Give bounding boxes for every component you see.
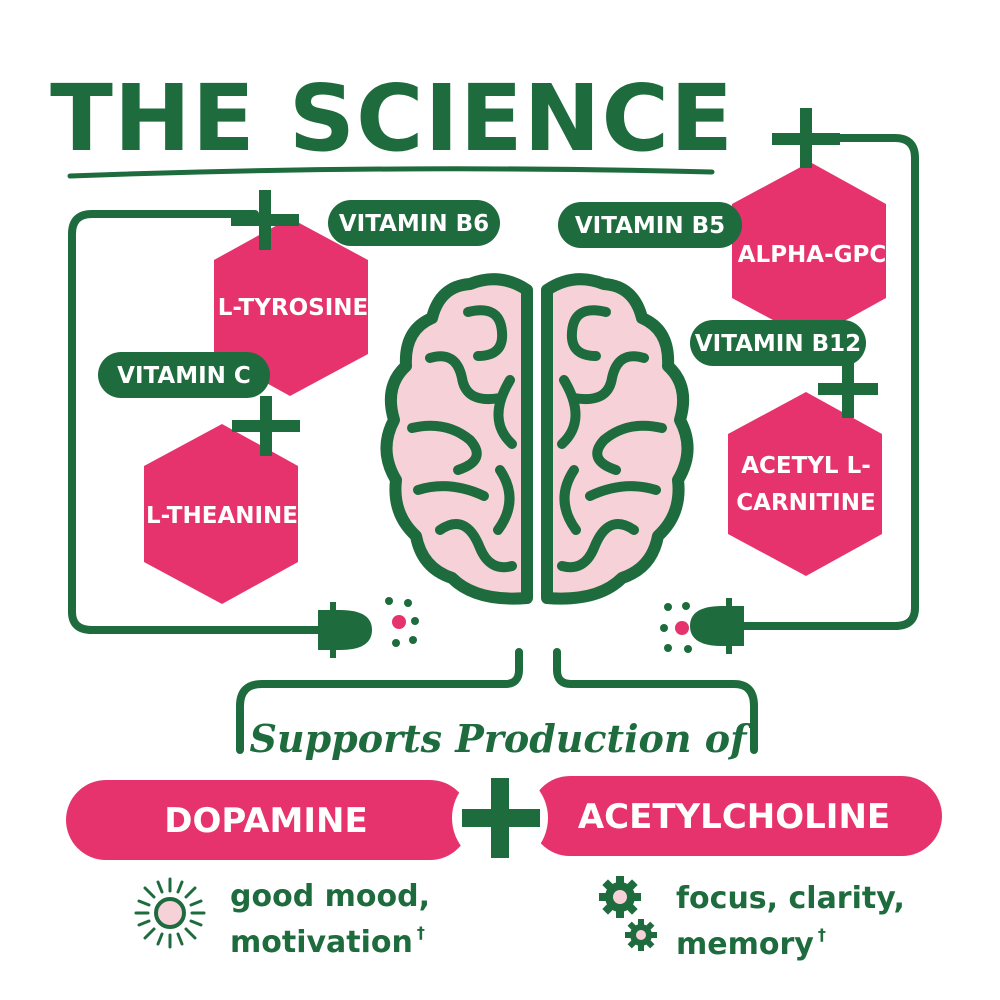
- supports-production-text: Supports Production of: [250, 716, 753, 761]
- plug-icon-right: [690, 598, 744, 654]
- title-underline: [67, 166, 715, 179]
- page-title: THE SCIENCE: [50, 65, 734, 172]
- alpha-gpc-label: ALPHA-GPC: [738, 242, 887, 268]
- plus-icon: [452, 770, 548, 866]
- l-tyrosine-label: L-TYROSINE: [218, 295, 369, 321]
- l-tyrosine-hexagon: [214, 218, 368, 396]
- bracket-right: [553, 648, 758, 754]
- plus-icon: [231, 190, 299, 250]
- vitamin-c-label: VITAMIN C: [117, 363, 251, 389]
- left-circuit-line: [68, 210, 326, 634]
- acetylcholine-label: ACETYLCHOLINE: [578, 797, 890, 837]
- sun-icon: [134, 877, 206, 949]
- plus-icon: [772, 108, 840, 168]
- vitamin-b12-pill: VITAMIN B12: [690, 320, 866, 366]
- plus-icon: [232, 396, 300, 456]
- benefit-right-line2-text: memory: [676, 927, 814, 962]
- plug-icon-left: [318, 602, 372, 658]
- vitamin-c-pill: VITAMIN C: [98, 352, 270, 398]
- spark-dots-right: [660, 602, 692, 653]
- alpha-gpc-hexagon: [732, 162, 886, 340]
- benefit-left-line2: motivation†: [230, 923, 425, 960]
- benefit-right-line1: focus, clarity,: [676, 881, 905, 916]
- benefit-left-line1: good mood,: [230, 879, 430, 914]
- dagger-left: †: [417, 923, 425, 942]
- dopamine-label: DOPAMINE: [164, 801, 367, 841]
- acetyl-l-carnitine-label-line1: ACETYL L-: [741, 453, 871, 479]
- acetyl-l-carnitine-hexagon: [728, 392, 882, 576]
- gears-icon: [599, 876, 657, 951]
- vitamin-b6-label: VITAMIN B6: [339, 211, 489, 237]
- vitamin-b5-label: VITAMIN B5: [575, 213, 725, 239]
- bracket-left: [236, 648, 523, 754]
- plus-icon: [818, 362, 878, 418]
- dopamine-pill: [66, 780, 470, 860]
- spark-dots-left: [385, 597, 419, 647]
- benefit-left-line2-text: motivation: [230, 925, 413, 960]
- right-circuit-line: [736, 134, 919, 630]
- vitamin-b5-pill: VITAMIN B5: [558, 202, 742, 248]
- acetylcholine-pill: [530, 776, 942, 856]
- l-theanine-hexagon: [144, 424, 298, 604]
- vitamin-b12-label: VITAMIN B12: [695, 331, 861, 357]
- benefit-right-line2: memory†: [676, 925, 826, 962]
- vitamin-b6-pill: VITAMIN B6: [328, 200, 500, 246]
- brain-icon: [380, 273, 694, 605]
- acetyl-l-carnitine-label-line2: CARNITINE: [736, 490, 875, 516]
- dagger-right: †: [818, 925, 826, 944]
- l-theanine-label: L-THEANINE: [146, 503, 298, 529]
